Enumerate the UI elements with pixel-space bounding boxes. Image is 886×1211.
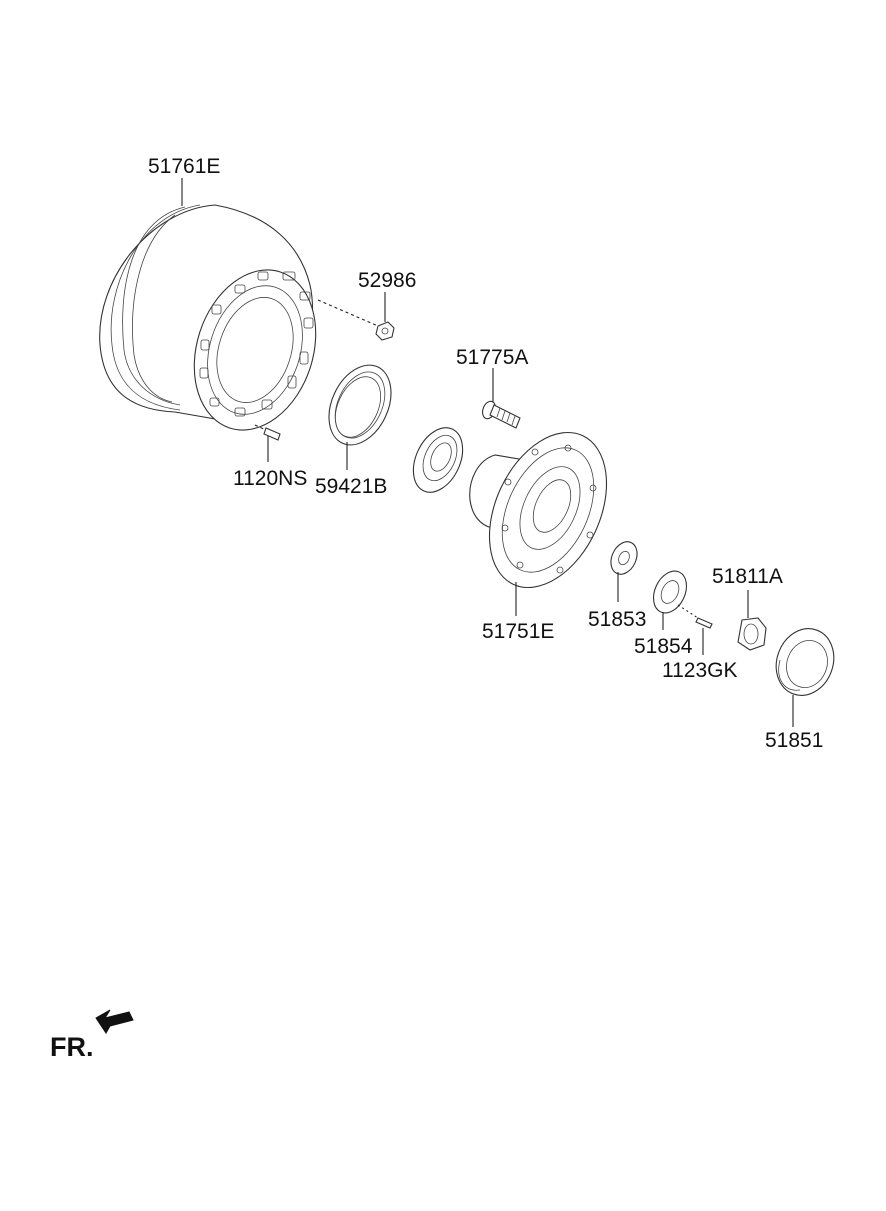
- label-51851: 51851: [765, 729, 823, 752]
- label-1123gk: 1123GK: [662, 659, 738, 682]
- label-51751e: 51751E: [482, 620, 554, 643]
- front-arrow-icon: [95, 1009, 134, 1034]
- label-51761e: 51761E: [148, 155, 220, 178]
- wheel-bolt[interactable]: [480, 399, 521, 429]
- drum-screw[interactable]: [254, 424, 281, 441]
- label-51853: 51853: [588, 608, 646, 631]
- washer[interactable]: [606, 538, 642, 579]
- hub-nut[interactable]: [317, 299, 395, 341]
- hub-cap[interactable]: [767, 620, 843, 703]
- label-51854: 51854: [634, 635, 693, 658]
- label-59421b: 59421B: [315, 475, 387, 498]
- lock-screw[interactable]: [677, 604, 713, 629]
- wheel-hub[interactable]: [466, 414, 630, 607]
- leader-lines: [181, 178, 794, 727]
- label-51811a: 51811A: [712, 565, 783, 588]
- oil-seal[interactable]: [317, 355, 403, 455]
- front-label: FR.: [50, 1032, 94, 1062]
- label-1120ns: 1120NS: [233, 467, 307, 490]
- front-indicator: FR.: [50, 1009, 134, 1062]
- brake-drum[interactable]: [99, 204, 336, 446]
- bearing[interactable]: [404, 420, 473, 500]
- label-51775a: 51775A: [456, 346, 528, 369]
- label-52986: 52986: [358, 269, 416, 292]
- lock-plate[interactable]: [647, 566, 693, 619]
- lock-nut[interactable]: [737, 617, 767, 651]
